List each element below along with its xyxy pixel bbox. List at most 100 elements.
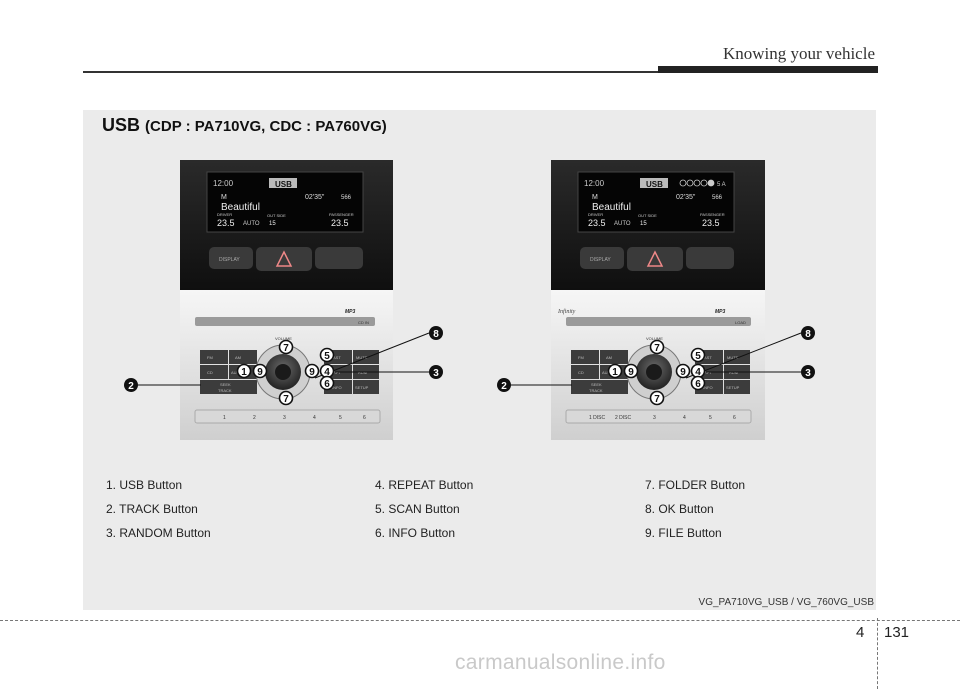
callout-9-right-num: 9 (680, 367, 686, 378)
figure-panel: USB (CDP : PA710VG, CDC : PA760VG) 12:00… (83, 110, 876, 610)
disc-indicators (679, 179, 715, 187)
callout-8 (429, 326, 443, 340)
screen-passenger-label: PASSENGER (700, 212, 725, 217)
usb-heading: USB (CDP : PA710VG, CDC : PA760VG) (102, 115, 387, 136)
screen-driver-temp: 23.5 (217, 218, 235, 228)
screen-auto: AUTO (243, 221, 260, 227)
mp3-logo: MP3 (345, 309, 356, 315)
seek-label: SEEK (220, 382, 231, 387)
legend-item-info: 6. INFO Button (375, 526, 456, 540)
callout-9-left-num: 9 (257, 367, 263, 378)
callout-5-num: 5 (695, 351, 701, 362)
screen-folder: M (592, 194, 598, 201)
callout-2 (124, 378, 138, 392)
fm-label: FM (578, 355, 584, 360)
callout-7-bottom (278, 390, 294, 406)
cd-slot (195, 317, 375, 326)
aux-label: AUX (602, 370, 611, 375)
legend-item-ok: 8. OK Button (645, 502, 714, 516)
callout-7-top-num: 7 (654, 343, 660, 354)
mute-label: MUTE (727, 355, 739, 360)
screen-driver-label: DRIVER (588, 212, 603, 217)
hazard-icon (275, 250, 293, 267)
preset-3: 3 (283, 415, 286, 421)
callout-9-right-num: 9 (309, 367, 315, 378)
legend-item-folder: 7. FOLDER Button (645, 478, 746, 492)
callout-8-num: 8 (433, 329, 439, 340)
volume-label: VOLUME (646, 336, 663, 341)
screen-track: 566 (341, 195, 352, 201)
screen-folder: M (221, 194, 227, 201)
fm-button (200, 350, 228, 364)
preset-2: 2 DISC (615, 415, 632, 421)
usb-heading-main: USB (102, 115, 141, 135)
screen-outside-label: OUT SIDE (267, 213, 286, 218)
legend-column-1: 1. USB Button 2. TRACK Button 3. RANDOM … (106, 478, 211, 550)
callout-9-right (304, 363, 320, 379)
screen-auto: AUTO (614, 221, 631, 227)
callout-1-num: 1 (612, 367, 618, 378)
callout-9-left (252, 363, 268, 379)
preset-5: 5 (339, 415, 342, 421)
mp3-logo: MP3 (715, 309, 726, 315)
callout-1 (236, 363, 252, 379)
ast-label: AST (704, 355, 712, 360)
fm-button (571, 350, 599, 364)
callout-8-num: 8 (805, 329, 811, 340)
screen-passenger-label: PASSENGER (329, 212, 354, 217)
am-label: AM (235, 355, 241, 360)
preset-1: 1 (223, 415, 226, 421)
screen-outside-label: OUT SIDE (638, 213, 657, 218)
cd-slot (566, 317, 751, 326)
screen-clock: 12:00 (213, 179, 234, 188)
screen-outside-temp: 15 (269, 221, 276, 227)
seek-track-button (200, 380, 257, 394)
infinity-logo: Infinity (557, 308, 576, 315)
section-title: Knowing your vehicle (722, 44, 875, 63)
screen-driver-label: DRIVER (217, 212, 232, 217)
track-label: TRACK (218, 388, 232, 393)
footer-dashed-divider (877, 618, 878, 689)
callout-5 (319, 347, 335, 363)
screen-passenger-temp: 23.5 (331, 218, 349, 228)
footer-dashed-rule (0, 620, 960, 621)
callout-9-right (675, 363, 691, 379)
seek-label: SEEK (591, 382, 602, 387)
callout-6 (319, 375, 335, 391)
callout-9-left (623, 363, 639, 379)
setup-label: SETUP (355, 385, 369, 390)
screen-track: 566 (712, 195, 723, 201)
watermark: carmanualsonline.info (455, 651, 666, 674)
callout-5 (690, 347, 706, 363)
screen-song: Beautiful (221, 202, 260, 213)
callout-7-bottom-num: 7 (654, 394, 660, 405)
info-label: INFO (332, 385, 342, 390)
hazard-button (256, 247, 312, 271)
callout-4-num: 4 (695, 367, 701, 378)
legend-column-3: 7. FOLDER Button 8. OK Button 9. FILE Bu… (645, 478, 745, 550)
callout-2-num: 2 (128, 381, 134, 392)
screen-cdc-indicator: 5 A (717, 182, 726, 188)
display-button (580, 247, 624, 269)
cd-button (200, 365, 228, 379)
audio-unit-cdc: 12:00 USB 5 A M 02'35" 566 Beautiful DRI… (497, 160, 815, 440)
preset-6: 6 (363, 415, 366, 421)
screen-driver-temp: 23.5 (588, 218, 606, 228)
cd-label: CD (207, 370, 213, 375)
callout-2-num: 2 (501, 381, 507, 392)
callout-4-num: 4 (324, 367, 330, 378)
cd-in-label: CD IN (358, 320, 369, 325)
hazard-button (627, 247, 683, 271)
callout-9-left-num: 9 (628, 367, 634, 378)
screen-passenger-temp: 23.5 (702, 218, 720, 228)
preset-4: 4 (313, 415, 316, 421)
display-button (209, 247, 253, 269)
screen-clock: 12:00 (584, 179, 605, 188)
callout-5-num: 5 (324, 351, 330, 362)
setup-button (724, 380, 750, 394)
legend-item-scan: 5. SCAN Button (375, 502, 460, 516)
legend-item-file: 9. FILE Button (645, 526, 722, 540)
load-label: LOAD (735, 320, 746, 325)
audio-unit-cdp: 12:00 USB M 02'35" 566 Beautiful DRIVER … (124, 160, 443, 440)
callout-7-bottom (649, 390, 665, 406)
